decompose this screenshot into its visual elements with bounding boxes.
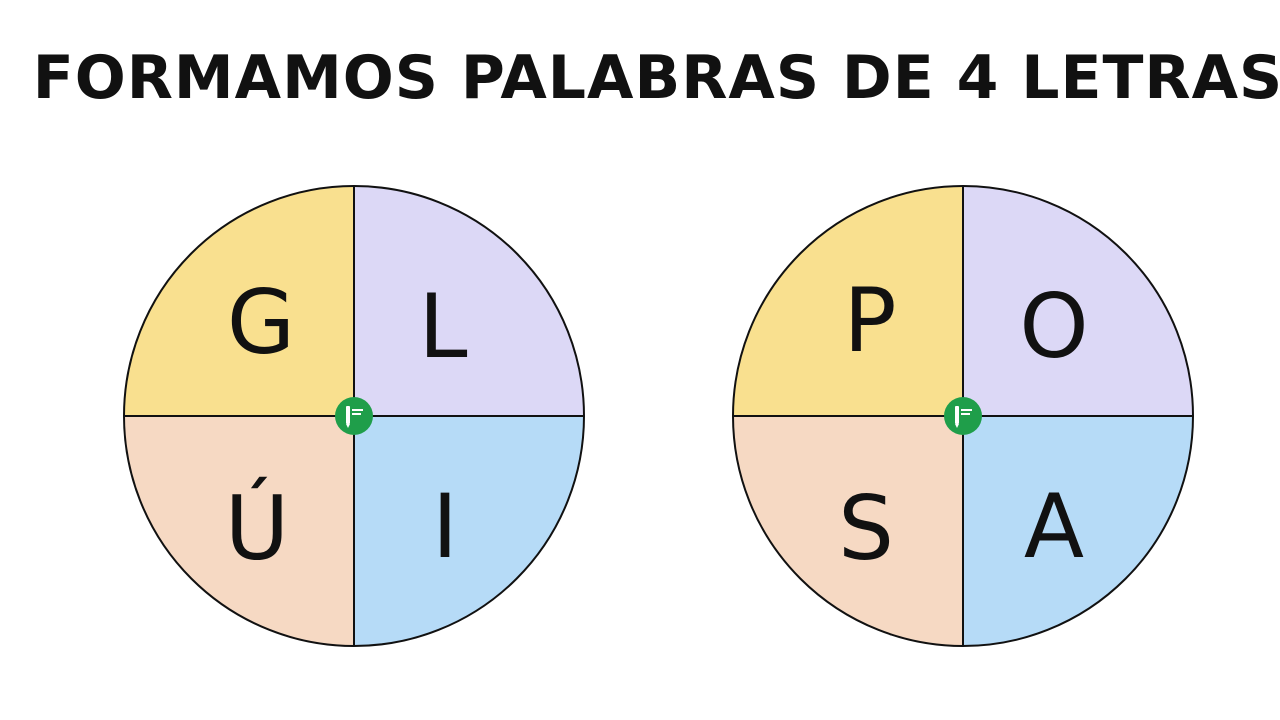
quadrant-bottom-right	[354, 416, 584, 646]
pencil-logo-icon	[944, 397, 982, 435]
pencil-logo-icon	[335, 397, 373, 435]
quadrant-top-right	[963, 186, 1193, 416]
letter-bottom-right: A	[1024, 475, 1084, 578]
letter-bottom-right: I	[432, 475, 458, 578]
quadrant-top-right	[354, 186, 584, 416]
quadrant-bottom-left	[124, 416, 354, 646]
letter-bottom-left: Ú	[225, 477, 289, 580]
letter-wheel-1: G L Ú I	[123, 185, 585, 647]
letter-top-right: L	[418, 275, 467, 378]
quadrant-bottom-right	[963, 416, 1193, 646]
letter-top-left: G	[227, 271, 295, 374]
letter-wheel-2: P O S A	[732, 185, 1194, 647]
quadrant-top-left	[733, 186, 963, 416]
quadrant-bottom-left	[733, 416, 963, 646]
letter-top-left: P	[843, 269, 896, 372]
letter-bottom-left: S	[838, 477, 894, 580]
quadrant-top-left	[124, 186, 354, 416]
page-title: FORMAMOS PALABRAS DE 4 LETRAS	[32, 43, 1280, 113]
letter-top-right: O	[1019, 275, 1088, 378]
